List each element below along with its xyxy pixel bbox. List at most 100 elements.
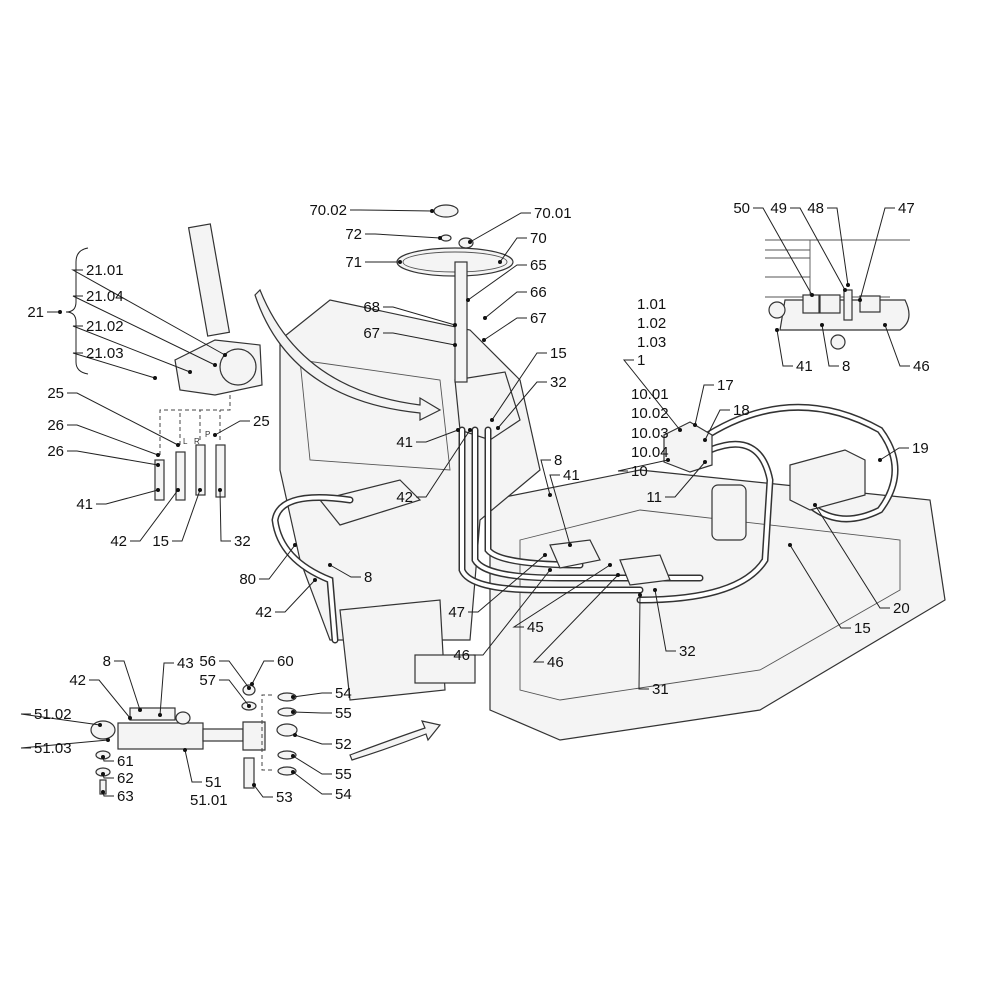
leader-arrow-icon [223, 353, 227, 357]
callout-label: 54 [335, 786, 352, 803]
callout-label: 15 [550, 345, 567, 362]
leader-line [383, 306, 456, 326]
leader-line [814, 504, 890, 609]
filter-canister [711, 484, 747, 541]
callout-label: 72 [345, 226, 362, 243]
leader-line [130, 489, 179, 542]
callout-label: 41 [76, 496, 93, 513]
leader-arrow-icon [398, 260, 402, 264]
callout-label: 51.03 [34, 740, 72, 757]
callout-label: 70.01 [534, 205, 572, 222]
callout-label: 67 [363, 325, 380, 342]
leader-line [617, 459, 669, 472]
callout-label: 48 [807, 200, 824, 217]
chassis-frame [489, 469, 946, 741]
leader-line [497, 381, 547, 429]
leader-arrow-icon [430, 209, 434, 213]
callout-label: 56 [199, 653, 216, 670]
callout-label: 1.01 [637, 296, 666, 313]
leader-line [67, 392, 179, 446]
callout-label: 8 [103, 653, 111, 670]
leader-line [467, 264, 527, 301]
leader-arrow-icon [810, 293, 814, 297]
leader-line [540, 459, 551, 496]
leader-arrow-icon [252, 783, 256, 787]
leader-line [251, 660, 274, 685]
leader-line [20, 739, 109, 749]
leader-arrow-icon [666, 458, 670, 462]
callout-label: 1 [637, 352, 645, 369]
leader-arrow-icon [247, 704, 251, 708]
callout-label: 60 [277, 653, 294, 670]
callout-label: 21.02 [86, 318, 124, 335]
group-bracket-21 [65, 247, 89, 375]
callout-label: 55 [335, 766, 352, 783]
callout-label: 80 [239, 571, 256, 588]
leader-line [532, 574, 619, 663]
callout-label: 8 [842, 358, 850, 375]
leader-line [483, 317, 527, 341]
direction-arrow [254, 288, 442, 421]
leader-arrow-icon [703, 460, 707, 464]
leader-arrow-icon [106, 738, 110, 742]
leader-arrow-icon [293, 543, 297, 547]
leader-arrow-icon [616, 573, 620, 577]
leader-arrow-icon [291, 770, 295, 774]
leader-arrow-icon [638, 593, 642, 597]
leader-arrow-icon [176, 443, 180, 447]
leader-line [694, 384, 714, 426]
leader-line [416, 429, 471, 498]
leader-arrow-icon [496, 426, 500, 430]
leader-arrow-icon [156, 488, 160, 492]
leader-line [72, 325, 191, 373]
callout-label: 63 [117, 788, 134, 805]
callout-label: 54 [335, 685, 352, 702]
leader-line [484, 291, 527, 319]
callout-label: 8 [554, 452, 562, 469]
leader-arrow-icon [213, 363, 217, 367]
leader-line [294, 734, 332, 745]
leader-arrow-icon [213, 433, 217, 437]
leader-line [292, 755, 332, 775]
callout-label: 15 [152, 533, 169, 550]
leader-arrow-icon [548, 493, 552, 497]
port-mark: P [205, 430, 210, 439]
leader-line [292, 711, 332, 714]
leader-line [329, 564, 361, 578]
callout-label: 65 [530, 257, 547, 274]
callout-label: 71 [345, 254, 362, 271]
callout-label: 50 [733, 200, 750, 217]
leader-arrow-icon [453, 323, 457, 327]
valve-block [789, 449, 866, 511]
callout-label: 26 [47, 443, 64, 460]
leader-arrow-icon [218, 488, 222, 492]
leader-arrow-icon [153, 376, 157, 380]
leader-line [753, 207, 813, 296]
callout-label: 20 [893, 600, 910, 617]
callout-label: 53 [276, 789, 293, 806]
callout-label: 67 [530, 310, 547, 327]
callout-label: 46 [913, 358, 930, 375]
leader-line [72, 295, 216, 366]
leader-arrow-icon [198, 488, 202, 492]
leader-line [469, 212, 531, 243]
leader-arrow-icon [568, 543, 572, 547]
leader-line [416, 429, 459, 443]
leader-arrow-icon [482, 338, 486, 342]
leader-arrow-icon [101, 790, 105, 794]
leader-arrow-icon [291, 710, 295, 714]
bracket-plate [318, 479, 422, 526]
leader-line [275, 579, 316, 613]
leader-arrow-icon [608, 563, 612, 567]
leader-line [253, 784, 273, 798]
callout-label: 66 [530, 284, 547, 301]
leader-arrow-icon [156, 463, 160, 467]
leader-arrow-icon [101, 755, 105, 759]
leader-line [350, 209, 433, 212]
leader-line [776, 329, 793, 367]
leader-arrow-icon [138, 708, 142, 712]
leader-line [214, 420, 250, 436]
callout-label: 45 [527, 619, 544, 636]
callout-label: 10.03 [631, 425, 669, 442]
